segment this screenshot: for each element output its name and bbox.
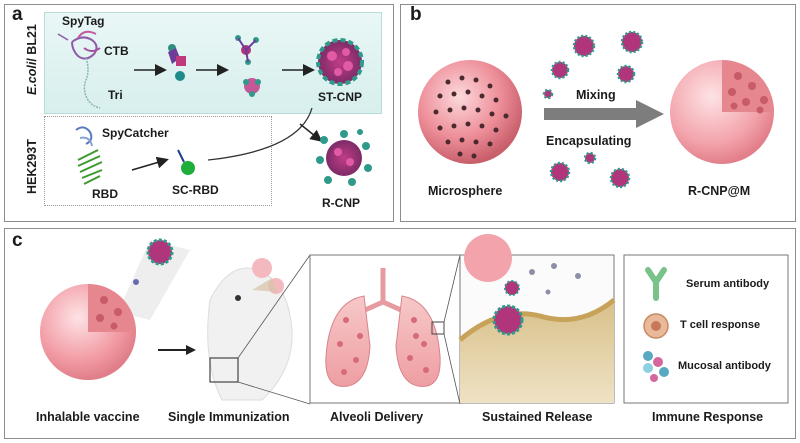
step-alveoli-delivery: Alveoli Delivery bbox=[330, 410, 424, 424]
r-cnp-cage-icon bbox=[316, 129, 372, 186]
mixing-label: Mixing bbox=[576, 88, 616, 102]
hek-frame bbox=[44, 116, 272, 206]
spytag-label: SpyTag bbox=[62, 14, 105, 28]
st-cnp-cage-icon bbox=[316, 38, 364, 86]
rbd-label: RBD bbox=[92, 187, 118, 201]
arrow-to-mouse-icon bbox=[158, 345, 196, 355]
big-arrow-icon bbox=[544, 100, 664, 128]
lungs-icon bbox=[325, 268, 445, 387]
panel-b-label: b bbox=[410, 4, 422, 25]
ctb-label: CTB bbox=[104, 44, 129, 58]
step-sustained-release: Sustained Release bbox=[482, 410, 593, 424]
step-single-immunization: Single Immunization bbox=[168, 410, 290, 424]
r-cnp-m-label: R-CNP@M bbox=[688, 184, 751, 198]
r-cnp-m-icon bbox=[670, 60, 774, 164]
rbd-protein-icon bbox=[75, 126, 103, 185]
trimer-icon bbox=[235, 35, 261, 97]
monomer-icon bbox=[168, 44, 186, 81]
sustained-release-scene bbox=[458, 234, 616, 404]
st-cnp-label: ST-CNP bbox=[318, 90, 363, 104]
sc-rbd-label: SC-RBD bbox=[172, 183, 219, 197]
panel-c-label: c bbox=[12, 230, 23, 251]
legend-mucosal-antibody: Mucosal antibody bbox=[678, 360, 771, 372]
microsphere-label: Microsphere bbox=[428, 184, 503, 198]
encapsulating-label: Encapsulating bbox=[546, 134, 632, 148]
inhalable-vaccine-icon bbox=[40, 238, 190, 380]
legend-serum-antibody: Serum antibody bbox=[686, 278, 770, 290]
panel-a-label: a bbox=[12, 4, 23, 25]
t-cell-icon bbox=[643, 313, 669, 339]
step-immune-response: Immune Response bbox=[652, 410, 764, 424]
small-cages-icon bbox=[542, 30, 644, 189]
mucosal-antibody-icon bbox=[643, 351, 669, 382]
panel-b-artwork bbox=[418, 30, 774, 189]
ctb-protein-icon bbox=[57, 30, 101, 109]
immune-response-box bbox=[623, 254, 789, 404]
step-inhalable-vaccine: Inhalable vaccine bbox=[36, 410, 140, 424]
legend-t-cell-response: T cell response bbox=[680, 319, 761, 331]
microsphere-icon bbox=[418, 60, 522, 164]
tri-label: Tri bbox=[108, 88, 123, 102]
sc-rbd-icon bbox=[177, 149, 195, 175]
panel-a-artwork bbox=[57, 30, 372, 186]
r-cnp-label: R-CNP bbox=[322, 196, 360, 210]
serum-antibody-icon bbox=[645, 267, 667, 301]
spycatcher-label: SpyCatcher bbox=[102, 126, 169, 140]
mouse-icon bbox=[207, 258, 293, 401]
